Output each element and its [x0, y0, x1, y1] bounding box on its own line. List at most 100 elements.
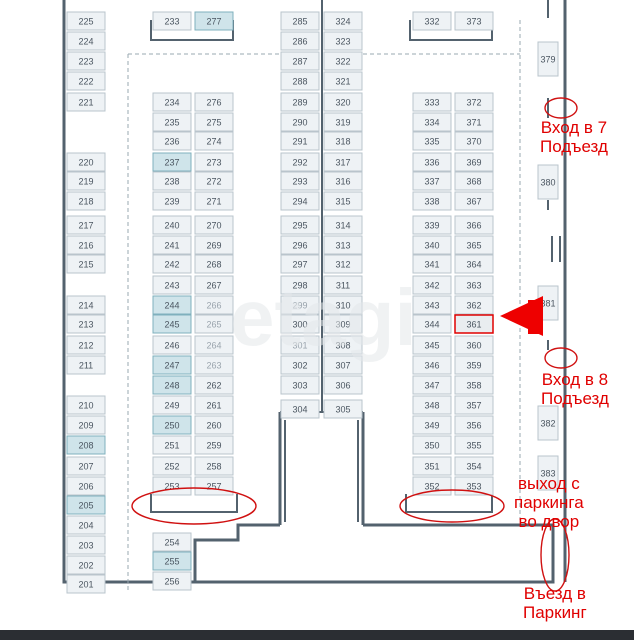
parking-spot-354[interactable]: [454, 456, 494, 476]
parking-spot-204[interactable]: [66, 515, 106, 535]
parking-spot-357[interactable]: [454, 395, 494, 415]
parking-spot-272[interactable]: [194, 171, 234, 191]
parking-spot-254[interactable]: [152, 532, 192, 552]
parking-spot-224[interactable]: [66, 31, 106, 51]
parking-spot-248[interactable]: [152, 375, 192, 395]
parking-spot-323[interactable]: [323, 31, 363, 51]
parking-spot-362[interactable]: [454, 295, 494, 315]
parking-spot-335[interactable]: [412, 131, 452, 151]
parking-spot-288[interactable]: [280, 71, 320, 91]
parking-spot-292[interactable]: [280, 152, 320, 172]
parking-spot-299[interactable]: [280, 295, 320, 315]
parking-spot-383[interactable]: [537, 455, 559, 491]
parking-spot-223[interactable]: [66, 51, 106, 71]
parking-spot-215[interactable]: [66, 254, 106, 274]
parking-spot-372[interactable]: [454, 92, 494, 112]
parking-spot-333[interactable]: [412, 92, 452, 112]
parking-spot-237[interactable]: [152, 152, 192, 172]
parking-spot-216[interactable]: [66, 235, 106, 255]
parking-spot-367[interactable]: [454, 191, 494, 211]
parking-spot-349[interactable]: [412, 415, 452, 435]
parking-spot-207[interactable]: [66, 456, 106, 476]
parking-spot-316[interactable]: [323, 171, 363, 191]
parking-spot-371[interactable]: [454, 112, 494, 132]
parking-spot-343[interactable]: [412, 295, 452, 315]
parking-spot-217[interactable]: [66, 215, 106, 235]
parking-spot-340[interactable]: [412, 235, 452, 255]
parking-spot-337[interactable]: [412, 171, 452, 191]
parking-spot-219[interactable]: [66, 171, 106, 191]
parking-spot-306[interactable]: [323, 375, 363, 395]
parking-spot-365[interactable]: [454, 235, 494, 255]
parking-spot-201[interactable]: [66, 574, 106, 594]
parking-spot-297[interactable]: [280, 254, 320, 274]
parking-spot-303[interactable]: [280, 375, 320, 395]
parking-spot-265[interactable]: [194, 314, 234, 334]
parking-spot-287[interactable]: [280, 51, 320, 71]
parking-spot-332[interactable]: [412, 11, 452, 31]
parking-spot-245[interactable]: [152, 314, 192, 334]
parking-spot-324[interactable]: [323, 11, 363, 31]
parking-spot-285[interactable]: [280, 11, 320, 31]
parking-spot-267[interactable]: [194, 275, 234, 295]
parking-spot-252[interactable]: [152, 456, 192, 476]
parking-spot-221[interactable]: [66, 92, 106, 112]
parking-spot-336[interactable]: [412, 152, 452, 172]
parking-spot-264[interactable]: [194, 335, 234, 355]
parking-spot-305[interactable]: [323, 399, 363, 419]
parking-spot-346[interactable]: [412, 355, 452, 375]
parking-spot-294[interactable]: [280, 191, 320, 211]
parking-spot-364[interactable]: [454, 254, 494, 274]
parking-spot-360[interactable]: [454, 335, 494, 355]
parking-spot-218[interactable]: [66, 191, 106, 211]
parking-spot-347[interactable]: [412, 375, 452, 395]
parking-spot-359[interactable]: [454, 355, 494, 375]
parking-spot-212[interactable]: [66, 335, 106, 355]
parking-spot-291[interactable]: [280, 131, 320, 151]
parking-spot-345[interactable]: [412, 335, 452, 355]
parking-spot-311[interactable]: [323, 275, 363, 295]
parking-spot-238[interactable]: [152, 171, 192, 191]
parking-spot-208[interactable]: [66, 435, 106, 455]
parking-spot-313[interactable]: [323, 235, 363, 255]
parking-spot-342[interactable]: [412, 275, 452, 295]
parking-spot-293[interactable]: [280, 171, 320, 191]
parking-spot-205[interactable]: [66, 495, 106, 515]
parking-spot-370[interactable]: [454, 131, 494, 151]
parking-spot-317[interactable]: [323, 152, 363, 172]
parking-spot-271[interactable]: [194, 191, 234, 211]
parking-spot-289[interactable]: [280, 92, 320, 112]
parking-spot-268[interactable]: [194, 254, 234, 274]
parking-spot-275[interactable]: [194, 112, 234, 132]
parking-spot-301[interactable]: [280, 335, 320, 355]
parking-spot-247[interactable]: [152, 355, 192, 375]
parking-spot-256[interactable]: [152, 571, 192, 591]
parking-spot-277[interactable]: [194, 11, 234, 31]
parking-spot-373[interactable]: [454, 11, 494, 31]
parking-spot-276[interactable]: [194, 92, 234, 112]
parking-spot-341[interactable]: [412, 254, 452, 274]
parking-spot-369[interactable]: [454, 152, 494, 172]
parking-spot-240[interactable]: [152, 215, 192, 235]
parking-spot-259[interactable]: [194, 435, 234, 455]
parking-spot-356[interactable]: [454, 415, 494, 435]
parking-spot-236[interactable]: [152, 131, 192, 151]
parking-spot-310[interactable]: [323, 295, 363, 315]
parking-spot-251[interactable]: [152, 435, 192, 455]
parking-spot-261[interactable]: [194, 395, 234, 415]
parking-spot-322[interactable]: [323, 51, 363, 71]
parking-spot-321[interactable]: [323, 71, 363, 91]
parking-spot-300[interactable]: [280, 314, 320, 334]
parking-spot-380[interactable]: [537, 164, 559, 200]
parking-spot-338[interactable]: [412, 191, 452, 211]
parking-spot-304[interactable]: [280, 399, 320, 419]
parking-spot-366[interactable]: [454, 215, 494, 235]
parking-spot-355[interactable]: [454, 435, 494, 455]
parking-spot-260[interactable]: [194, 415, 234, 435]
parking-spot-319[interactable]: [323, 112, 363, 132]
parking-spot-382[interactable]: [537, 405, 559, 441]
parking-spot-334[interactable]: [412, 112, 452, 132]
parking-spot-309[interactable]: [323, 314, 363, 334]
parking-spot-298[interactable]: [280, 275, 320, 295]
parking-spot-233[interactable]: [152, 11, 192, 31]
